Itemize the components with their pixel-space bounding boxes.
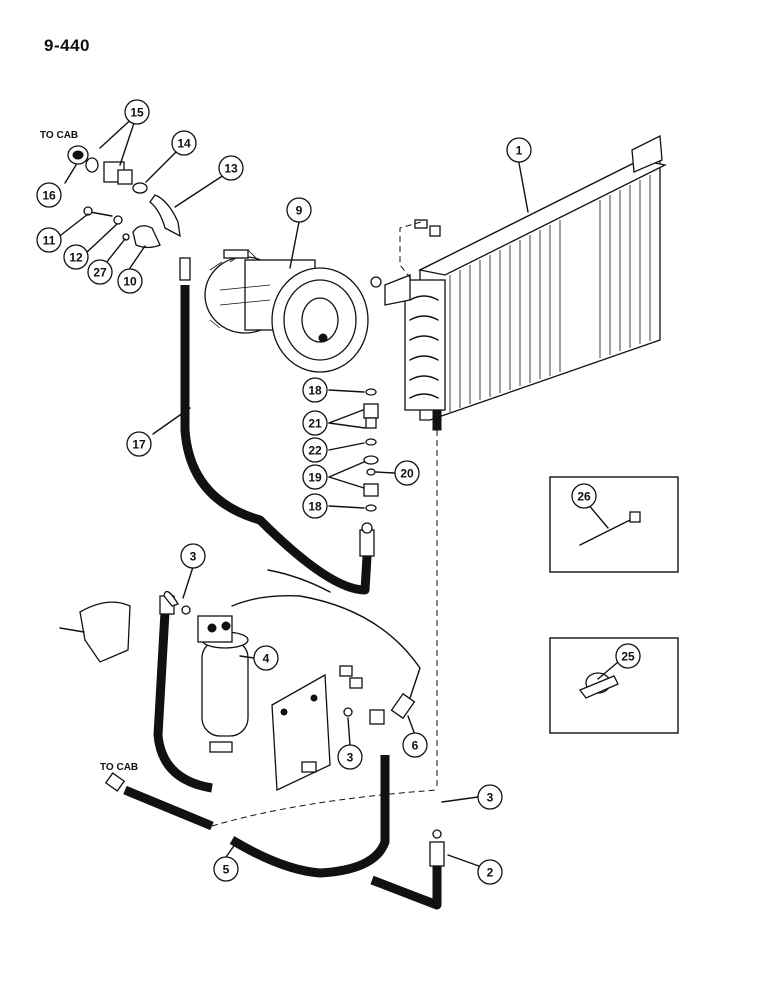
callout-5: 5: [213, 856, 239, 882]
svg-text:5: 5: [223, 863, 230, 877]
svg-text:16: 16: [42, 189, 56, 203]
svg-text:9: 9: [296, 204, 303, 218]
callout-18-top: 18: [302, 377, 328, 403]
callout-15: 15: [124, 99, 150, 125]
to-cab-label-bottom: TO CAB: [100, 762, 138, 773]
callout-17: 17: [126, 431, 152, 457]
svg-text:21: 21: [308, 417, 322, 431]
callout-1: 1: [506, 137, 532, 163]
svg-text:11: 11: [43, 234, 56, 248]
callout-18-bottom: 18: [302, 493, 328, 519]
svg-text:18: 18: [308, 500, 322, 514]
callout-13: 13: [218, 155, 244, 181]
svg-text:17: 17: [132, 438, 146, 452]
callout-11: 11: [36, 227, 62, 253]
callout-4: 4: [253, 645, 279, 671]
refrigerant-hoses: [104, 569, 445, 910]
callout-16: 16: [36, 182, 62, 208]
callout-20: 20: [394, 460, 420, 486]
page-number: 9-440: [44, 36, 90, 55]
callout-3-receiver: 3: [180, 543, 206, 569]
condenser-assembly: [370, 134, 667, 431]
callout-27: 27: [87, 259, 113, 285]
svg-text:6: 6: [412, 739, 419, 753]
cab-fittings: [67, 145, 181, 249]
callout-9: 9: [286, 197, 312, 223]
callout-25: 25: [615, 643, 641, 669]
svg-text:19: 19: [308, 471, 322, 485]
svg-text:13: 13: [224, 162, 238, 176]
suction-hose: [179, 257, 375, 595]
svg-text:2: 2: [487, 866, 494, 880]
svg-text:4: 4: [263, 652, 270, 666]
callout-22: 22: [302, 437, 328, 463]
detail-box-cable-tie: [549, 476, 679, 573]
svg-text:3: 3: [487, 791, 494, 805]
callout-3-fitting: 3: [337, 744, 363, 770]
callout-21: 21: [302, 410, 328, 436]
callout-14: 14: [171, 130, 197, 156]
compressor: [204, 249, 369, 373]
service-valve-stack: [363, 388, 379, 512]
svg-text:12: 12: [69, 251, 83, 265]
svg-text:3: 3: [190, 550, 197, 564]
callout-6: 6: [402, 732, 428, 758]
svg-text:27: 27: [93, 266, 107, 280]
callout-3-condenser: 3: [477, 784, 503, 810]
callout-19: 19: [302, 464, 328, 490]
callout-2: 2: [477, 859, 503, 885]
callout-26: 26: [571, 483, 597, 509]
detail-box-hose-clamp: [549, 637, 679, 734]
svg-text:22: 22: [308, 444, 322, 458]
svg-text:3: 3: [347, 751, 354, 765]
svg-text:15: 15: [130, 106, 144, 120]
callout-leaders: [60, 113, 619, 871]
svg-text:10: 10: [123, 275, 137, 289]
svg-text:1: 1: [516, 144, 523, 158]
svg-text:25: 25: [621, 650, 635, 664]
to-cab-label-top: TO CAB: [40, 130, 78, 141]
receiver-drier: [59, 601, 363, 791]
callout-10: 10: [117, 268, 143, 294]
svg-text:20: 20: [400, 467, 414, 481]
svg-text:26: 26: [577, 490, 591, 504]
callout-12: 12: [63, 244, 89, 270]
svg-text:14: 14: [177, 137, 191, 151]
svg-text:18: 18: [308, 384, 322, 398]
